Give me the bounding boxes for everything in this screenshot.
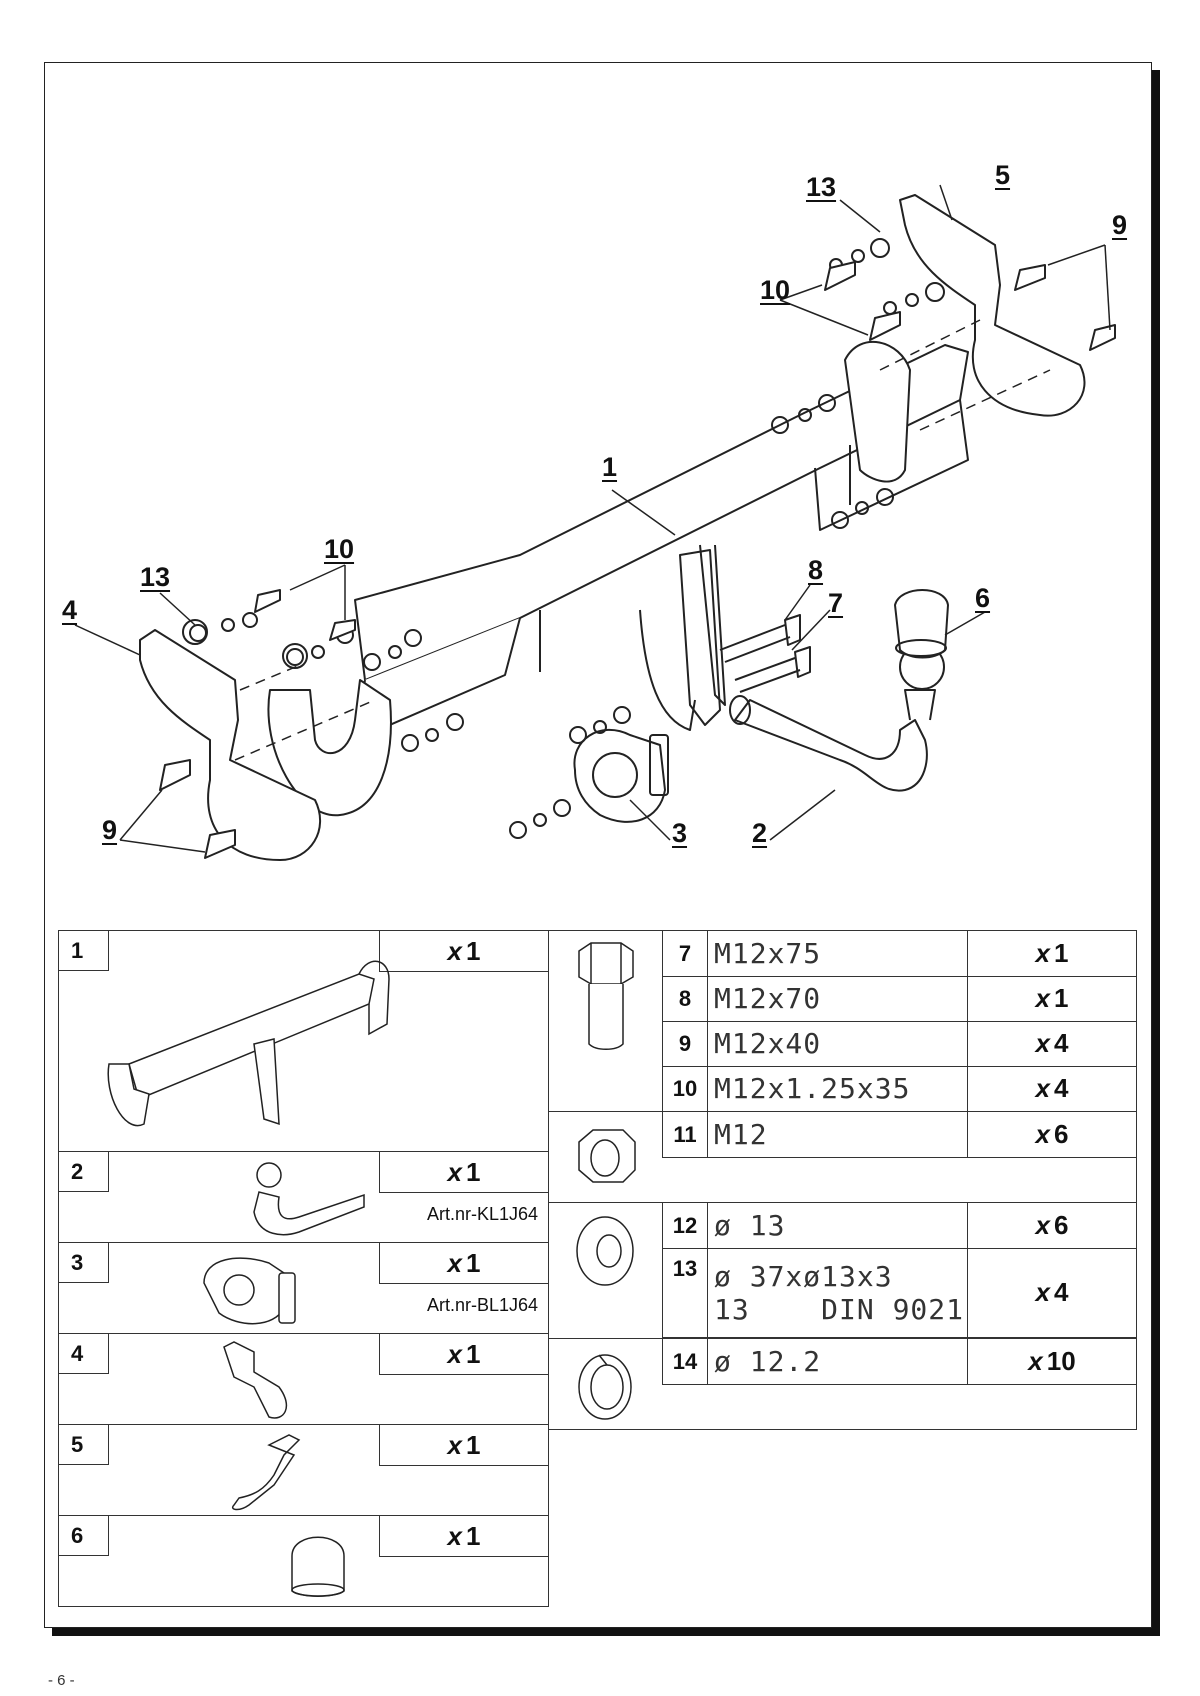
callout-4: 4	[62, 595, 78, 625]
socket-plate-thumbnail	[203, 1257, 296, 1325]
spring-washer-icon	[578, 1354, 632, 1420]
part-number: 1	[59, 931, 109, 971]
callout-5: 5	[995, 160, 1011, 190]
washer-13-standard: 13 DIN 9021	[714, 1292, 965, 1326]
washer-icon	[576, 1216, 634, 1286]
callout-13-right: 13	[806, 172, 837, 202]
callout-3: 3	[672, 818, 688, 848]
callout-6: 6	[975, 583, 991, 613]
nut-icon	[578, 1129, 636, 1183]
page-number: - 6 -	[48, 1672, 75, 1689]
left-plate-thumbnail	[223, 1341, 288, 1419]
callout-9-left: 9	[102, 815, 118, 845]
callout-13-left: 13	[140, 562, 171, 592]
tow-ball-thumbnail	[253, 1162, 365, 1236]
part-number: 4	[59, 1334, 109, 1374]
part-number: 2	[59, 1152, 109, 1192]
callout-10-right: 10	[760, 275, 791, 305]
callout-10-left: 10	[324, 534, 355, 564]
exploded-view-drawing	[74, 184, 1116, 861]
right-plate-thumbnail	[232, 1434, 301, 1511]
article-number: Art.nr-KL1J64	[426, 1204, 538, 1224]
callout-7: 7	[828, 588, 844, 618]
part-number: 3	[59, 1243, 109, 1283]
bolt-icon	[578, 942, 634, 1050]
washer-13-size: ø 37xø13x3	[714, 1259, 893, 1293]
callout-2: 2	[752, 818, 768, 848]
callout-9-right: 9	[1112, 210, 1128, 240]
article-number: Art.nr-BL1J64	[426, 1295, 538, 1315]
callout-1: 1	[602, 452, 618, 482]
part-number: 6	[59, 1516, 109, 1556]
crossbar-thumbnail	[107, 960, 390, 1127]
ball-cap-thumbnail	[291, 1536, 345, 1597]
callout-8: 8	[808, 555, 824, 585]
part-number: 5	[59, 1425, 109, 1465]
